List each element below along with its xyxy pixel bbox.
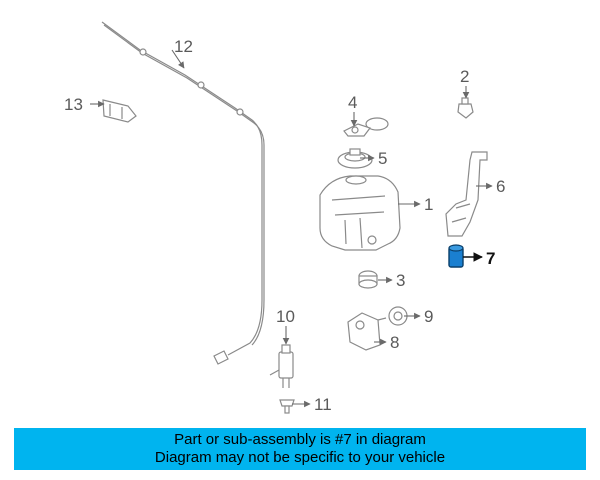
bracket-part-6[interactable] (445, 151, 488, 237)
reservoir-cap-part-4[interactable] (343, 117, 389, 137)
callout-1: 1 (424, 195, 433, 214)
highlighted-part-7[interactable] (448, 244, 464, 268)
screw-part-11[interactable] (279, 399, 295, 414)
callout-7: 7 (486, 249, 495, 268)
banner-line-2: Diagram may not be specific to your vehi… (154, 449, 446, 466)
callout-13: 13 (64, 95, 83, 114)
callout-5: 5 (378, 149, 387, 168)
callout-11: 11 (314, 395, 332, 414)
leader-lines (90, 49, 493, 408)
grommet-part-2[interactable] (457, 97, 474, 119)
callout-10: 10 (276, 307, 295, 326)
banner-line-1: Part or sub-assembly is #7 in diagram (174, 431, 426, 448)
callout-8: 8 (390, 333, 399, 352)
callout-6: 6 (496, 177, 505, 196)
callout-9: 9 (424, 307, 433, 326)
grommet-part-9[interactable] (388, 306, 408, 326)
pump-part-10[interactable] (269, 344, 294, 388)
callout-2: 2 (460, 67, 469, 86)
hose-clip-part-13[interactable] (102, 99, 137, 123)
washer-reservoir-part-1[interactable] (319, 175, 401, 251)
parts-diagram: 12 13 4 5 1 2 6 7 3 9 8 10 11 (64, 21, 505, 414)
callout-4: 4 (348, 93, 357, 112)
strainer-part-3[interactable] (358, 270, 378, 289)
callout-3: 3 (396, 271, 405, 290)
pump-motor-part-8[interactable] (347, 312, 387, 351)
washer-hose-part-12[interactable] (101, 21, 265, 365)
callout-12: 12 (174, 37, 193, 56)
info-banner: Part or sub-assembly is #7 in diagram Di… (14, 428, 586, 470)
